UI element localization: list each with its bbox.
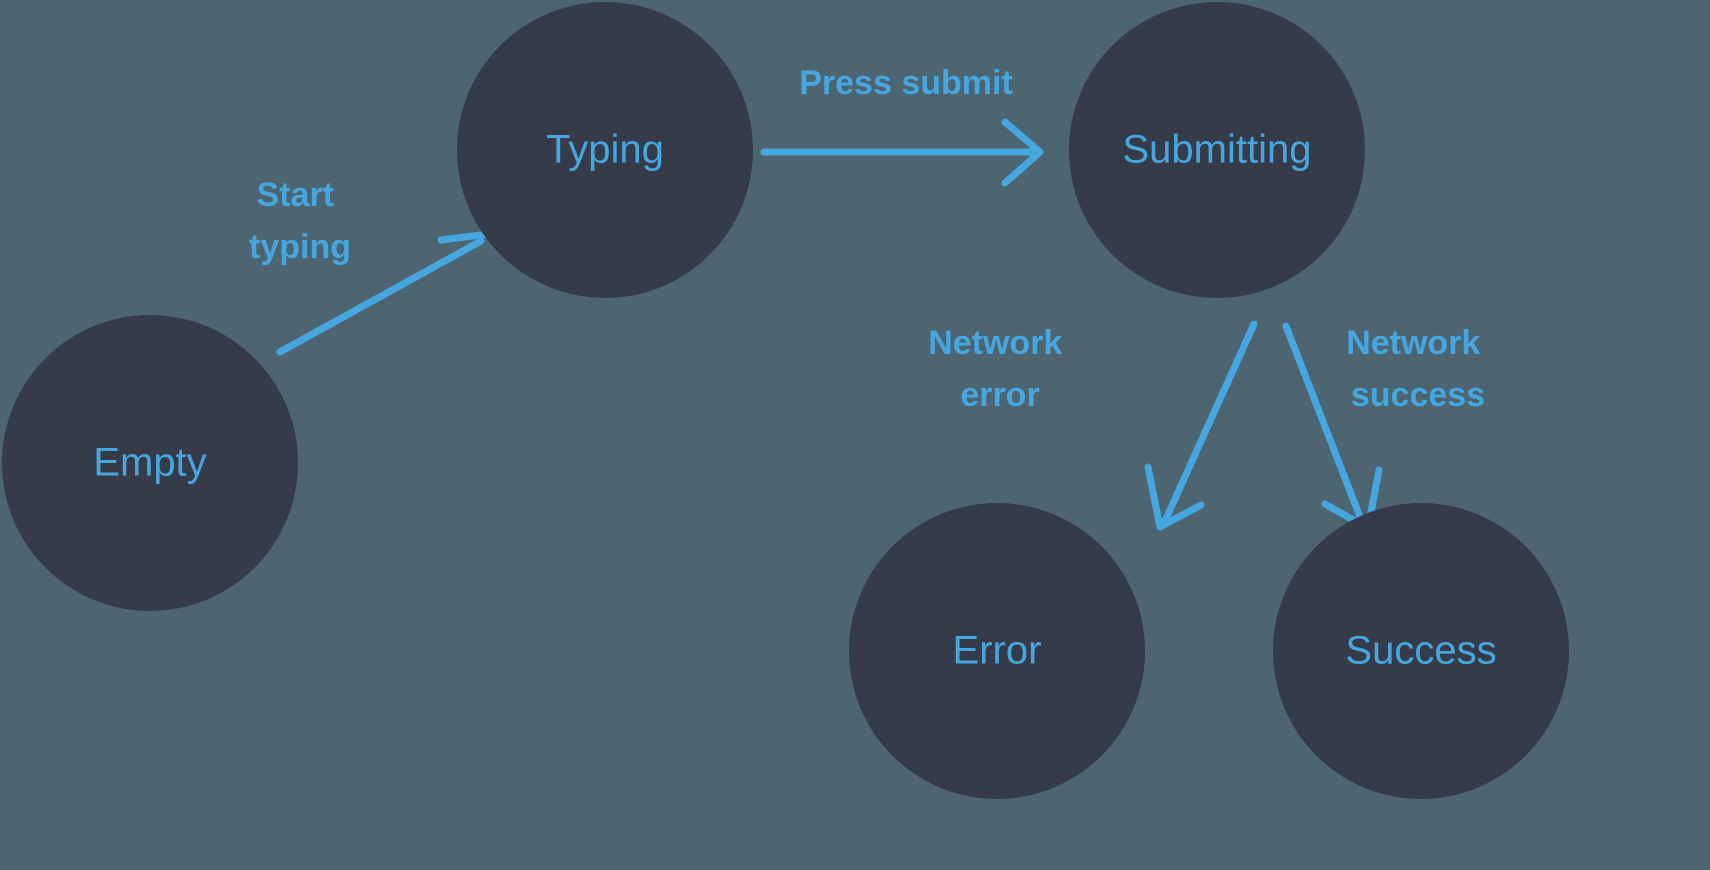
- state-node-success[interactable]: Success: [1273, 503, 1569, 799]
- state-node-error[interactable]: Error: [849, 503, 1145, 799]
- transition-network-error-label: Network error: [928, 324, 1072, 414]
- transition-network-error-label-line-2: error: [960, 376, 1039, 414]
- state-node-empty[interactable]: Empty: [2, 315, 298, 611]
- state-node-empty-circle[interactable]: [2, 315, 298, 611]
- transition-network-success-label: Network success: [1346, 324, 1490, 414]
- state-node-error-label: Error: [953, 629, 1042, 673]
- state-node-success-circle[interactable]: [1273, 503, 1569, 799]
- state-node-submitting-circle[interactable]: [1069, 2, 1365, 298]
- transition-press-submit-label: Press submit: [799, 64, 1013, 102]
- transition-press-submit-arrowhead: [1001, 118, 1044, 187]
- transition-network-error-line: [1161, 320, 1258, 525]
- transition-network-success-label-line-2: success: [1351, 376, 1485, 414]
- state-node-typing[interactable]: Typing: [457, 2, 753, 298]
- state-node-empty-label: Empty: [93, 441, 206, 485]
- transition-network-error-arrowhead: [1144, 463, 1205, 531]
- state-node-typing-label: Typing: [546, 128, 664, 172]
- state-node-submitting-label: Submitting: [1123, 128, 1312, 172]
- transition-network-success-label-line-1: Network: [1346, 324, 1480, 362]
- transition-start-typing-label-line-1: Start: [257, 176, 334, 214]
- transition-start-typing-line: [276, 237, 485, 356]
- state-node-submitting[interactable]: Submitting: [1069, 2, 1365, 298]
- transition-start-typing: Start typing: [249, 176, 493, 356]
- transition-press-submit-label-line-1: Press submit: [799, 64, 1013, 102]
- state-node-error-circle[interactable]: [849, 503, 1145, 799]
- transition-network-success-line: [1282, 322, 1366, 526]
- transition-network-error: Network error: [928, 320, 1258, 531]
- transition-press-submit: Press submit: [760, 64, 1044, 187]
- transition-network-success: Network success: [1282, 322, 1490, 532]
- state-node-success-label: Success: [1345, 629, 1496, 673]
- transition-start-typing-label: Start typing: [249, 176, 351, 266]
- transition-start-typing-label-line-2: typing: [249, 228, 351, 266]
- transition-network-error-label-line-1: Network: [928, 324, 1062, 362]
- state-node-typing-circle[interactable]: [457, 2, 753, 298]
